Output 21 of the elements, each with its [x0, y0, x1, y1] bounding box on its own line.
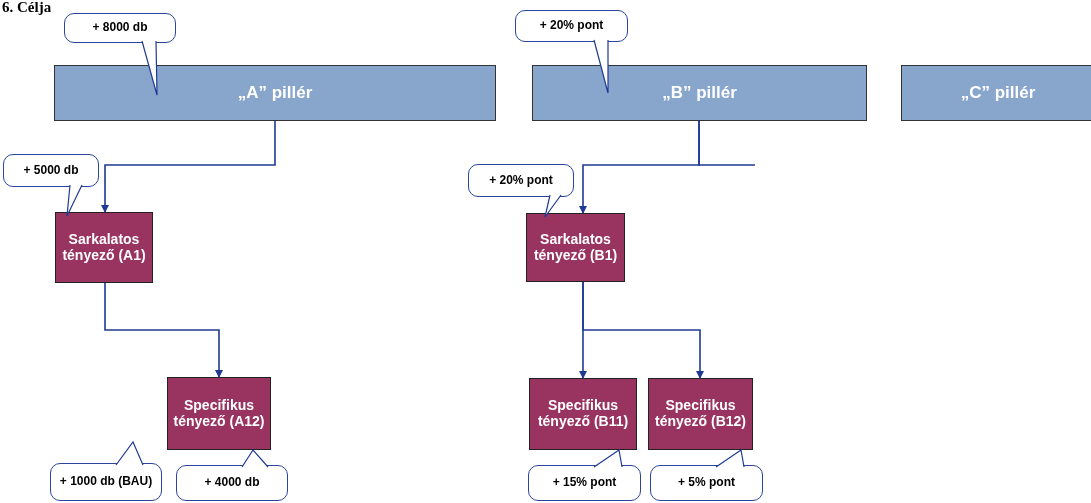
callout-pointer: [544, 194, 562, 218]
callout-pointer: [115, 440, 144, 466]
factor-box: Sarkalatos tényező (A1): [55, 212, 153, 283]
factor-box: Specifikus tényező (A12): [167, 377, 271, 450]
title: 6. Célja: [2, 0, 52, 16]
pillar-box: „A” pillér: [54, 65, 496, 121]
factor-box: Specifikus tényező (B11): [529, 378, 637, 450]
pillar-box: „B” pillér: [532, 65, 867, 121]
connector-line: [698, 120, 756, 166]
callout-pointer: [66, 184, 83, 217]
arrow: [101, 120, 276, 213]
arrow: [582, 281, 704, 379]
arrow: [104, 282, 223, 378]
callout-pointer: [141, 40, 158, 96]
pillar-box: „C” pillér: [901, 65, 1091, 121]
factor-box: Sarkalatos tényező (B1): [526, 213, 625, 282]
factor-box: Specifikus tényező (B12): [648, 378, 753, 450]
callout-pointer: [593, 39, 609, 94]
callout-pointer: [715, 449, 745, 468]
callout-pointer: [241, 449, 269, 468]
callout-pointer: [593, 449, 623, 468]
